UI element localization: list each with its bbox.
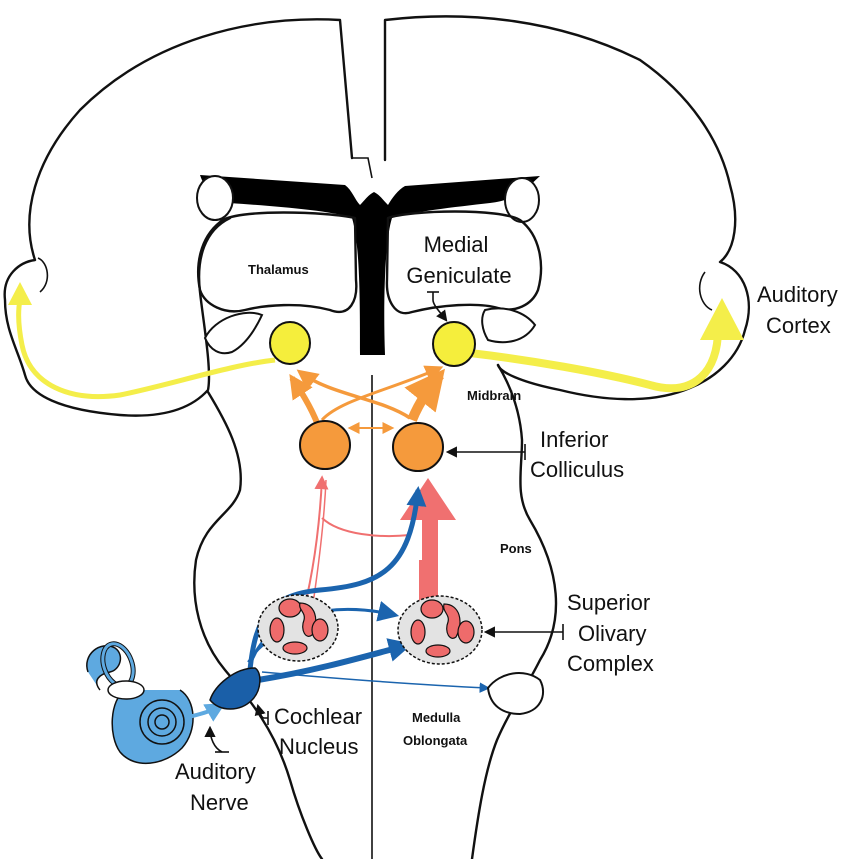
right-ic-to-left-mg-path — [296, 369, 411, 420]
leader-lines — [204, 291, 564, 753]
medial-geniculate-left — [269, 321, 311, 365]
superior-olivary-left — [257, 594, 339, 662]
label-medulla-2: Oblongata — [403, 733, 468, 748]
label-superior-olivary-1: Superior — [567, 590, 650, 615]
left-lateral-body — [203, 311, 264, 355]
label-auditory-nerve-1: Auditory — [175, 759, 256, 784]
label-cochlear-nucleus-2: Nucleus — [279, 734, 358, 759]
label-auditory-nerve-2: Nerve — [190, 790, 249, 815]
right-cortex-arrowhead — [700, 298, 744, 340]
left-ic-to-mg-path — [289, 374, 321, 427]
label-auditory-cortex-2: Cortex — [766, 313, 831, 338]
inferior-colliculus-left — [299, 420, 351, 470]
label-midbrain: Midbrain — [467, 388, 521, 403]
label-medulla-1: Medulla — [412, 710, 461, 725]
cochlear-nucleus — [209, 667, 261, 710]
label-superior-olivary-3: Complex — [567, 651, 654, 676]
label-pons: Pons — [500, 541, 532, 556]
cn-to-medulla-thin — [261, 671, 491, 693]
right-thalamocortical-path — [469, 329, 722, 393]
left-cortex-arrowhead — [8, 282, 32, 305]
inferior-colliculus-right — [392, 422, 444, 472]
right-lateral-body — [481, 307, 537, 344]
label-cochlear-nucleus-1: Cochlear — [274, 704, 362, 729]
label-medial-geniculate-2: Geniculate — [406, 263, 511, 288]
cn-to-right-soc-thick — [257, 638, 413, 683]
left-thalamocortical-path — [16, 299, 276, 400]
superior-olivary-right — [397, 595, 483, 665]
cochlea — [86, 641, 194, 765]
label-inferior-colliculus-2: Colliculus — [530, 457, 624, 482]
crossing-lemniscus-path — [321, 517, 411, 538]
label-inferior-colliculus-1: Inferior — [540, 427, 608, 452]
label-superior-olivary-2: Olivary — [578, 621, 646, 646]
label-medial-geniculate-1: Medial — [424, 232, 489, 257]
right-ic-to-mg-path — [404, 368, 445, 422]
left-ventricle-horn — [196, 175, 234, 221]
label-auditory-cortex-1: Auditory — [757, 282, 838, 307]
ventricle-system — [200, 175, 540, 355]
label-thalamus: Thalamus — [248, 262, 309, 277]
thalamus-right — [385, 210, 543, 315]
medulla-lobule — [486, 672, 545, 716]
brainstem-outline — [193, 363, 558, 859]
medial-geniculate-right — [432, 321, 476, 367]
thalamus-left — [197, 211, 358, 314]
